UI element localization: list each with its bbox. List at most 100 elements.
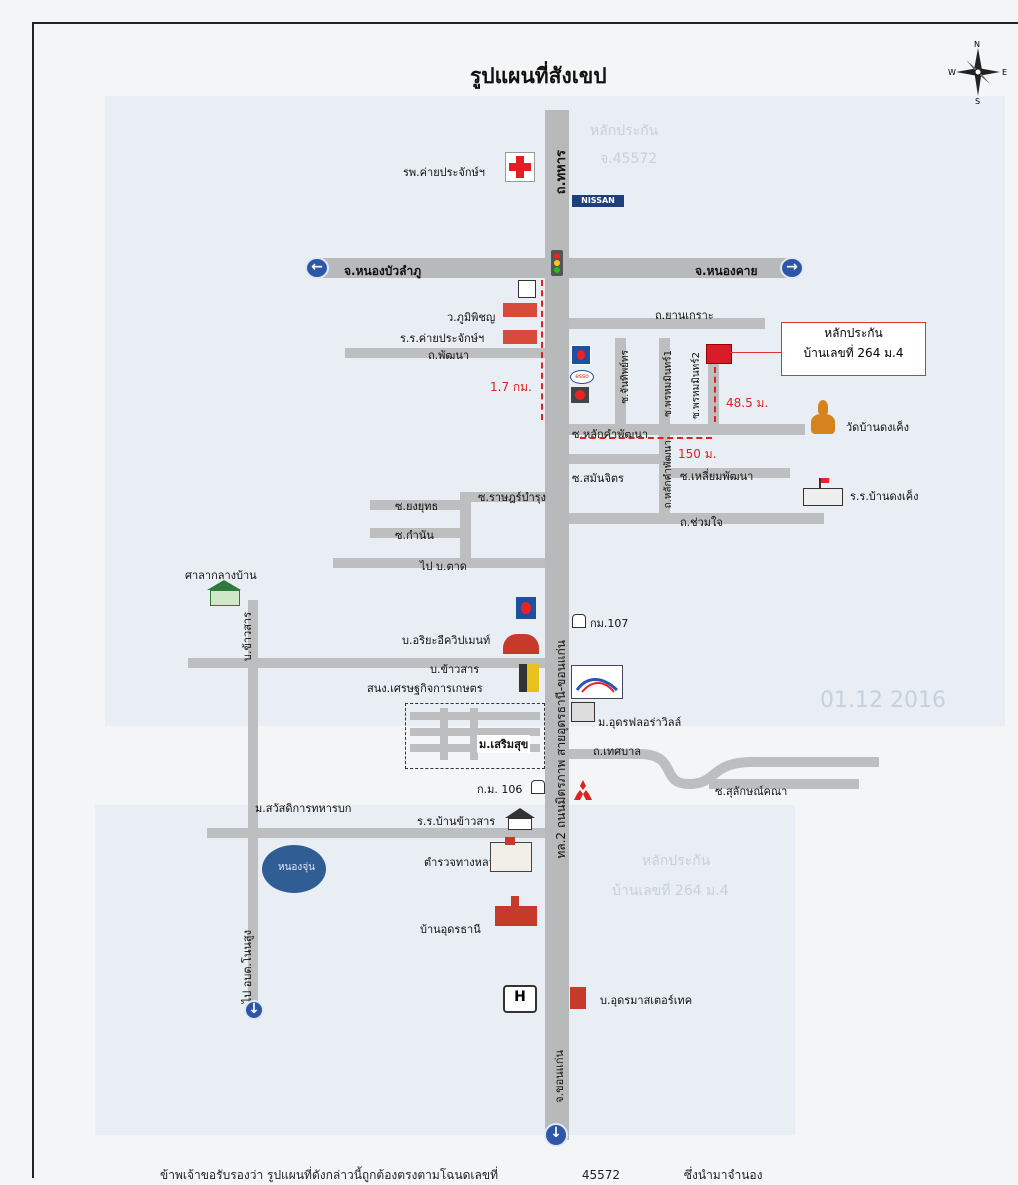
arrow-down-icon: ↓ [244, 1000, 264, 1020]
label-sulaksana: ซ.สุลักษณ์คณา [715, 785, 788, 798]
building-icon [518, 280, 536, 298]
property-connector [730, 352, 782, 353]
road-vertical-1 [615, 338, 626, 428]
frame-left [32, 22, 34, 1178]
arrow-down-icon: ↓ [544, 1123, 568, 1147]
office-icon [519, 664, 539, 692]
label-hospital: รพ.ค่ายประจักษ์ฯ [403, 166, 485, 179]
kilometer-marker-icon [531, 780, 545, 794]
label-school-camp: ร.ร.ค่ายประจักษ์ฯ [400, 332, 485, 345]
label-lakkham: ซ.หลักคำพัฒนา [572, 428, 649, 441]
label-phatthana: ถ.พัฒนา [428, 349, 470, 362]
distance-label-1: 1.7 กม. [490, 380, 532, 394]
label-police: ตำรวจทางหลวง [424, 856, 501, 869]
compass-s: S [975, 97, 980, 104]
village-road [440, 708, 448, 760]
road-lian [665, 468, 790, 478]
label-school-dongkeng: ร.ร.บ้านดงเค็ง [850, 490, 919, 503]
label-khaosan-road: บ.ข้าวสาร [241, 612, 254, 662]
kilometer-marker-icon [572, 614, 586, 628]
village-outline [405, 703, 545, 769]
main-road [545, 110, 569, 1140]
label-km107: กม.107 [590, 617, 629, 630]
road-rat [468, 492, 545, 502]
gas-station-icon [571, 345, 591, 365]
mitsubishi-logo-icon [572, 780, 594, 800]
temple-icon [808, 400, 838, 436]
road-khaosan [188, 658, 545, 668]
compass-w: W [948, 68, 956, 77]
footer-certification: ข้าพเจ้าขอรับรองว่า รูปแผนที่ดังกล่าวนี้… [160, 1166, 763, 1185]
school-icon [505, 808, 535, 830]
label-udon-flora: ม.อุดรฟลอร่าวิลล์ [598, 716, 682, 729]
road-samanjit [569, 454, 659, 464]
label-thetsaban: ถ.เทศบาล [593, 745, 642, 758]
road-lower-west [207, 828, 545, 838]
school-building-icon [503, 303, 537, 317]
label-sala: ศาลากลางบ้าน [185, 569, 257, 582]
label-west-dest: จ.หนองบัวลำภู [344, 264, 422, 278]
road-vertical-2 [659, 338, 670, 518]
road-phatthana [345, 348, 545, 358]
road-kamnan [370, 528, 462, 538]
gas-station-icon [516, 597, 536, 619]
label-main-south: ทล.2 ถนนมิตรภาพ สายอุดรธานี-ขอนแก่น [554, 640, 568, 859]
road-yongyut [370, 500, 468, 510]
footer-text: ข้าพเจ้าขอรับรองว่า รูปแผนที่ดังกล่าวนี้… [160, 1168, 499, 1182]
distance-line-3 [580, 437, 712, 439]
village-road [470, 708, 478, 760]
honda-logo-icon: H [503, 985, 537, 1013]
house-icon [495, 896, 537, 928]
police-station-icon [490, 837, 532, 872]
hospital-icon [505, 152, 535, 182]
label-to-nong-sung: ไป อบต.โนนสูง [241, 930, 254, 1004]
distance-label-2: 48.5 ม. [726, 396, 769, 410]
road-chuamjai [569, 513, 824, 524]
pond-label: หนองจุ่น [278, 862, 316, 873]
label-chaorphaw: ซ.จันทิพย์ทร [620, 350, 631, 404]
background-text: หลักประกัน [642, 853, 711, 869]
label-rat: ซ.ราษฎร์บำรุง [478, 491, 547, 504]
residence-icon [571, 702, 595, 722]
background-document-lower [95, 805, 795, 1135]
distance-line-2 [714, 367, 716, 422]
arrow-left-icon: ← [305, 257, 329, 279]
background-text: 01.12 2016 [820, 688, 946, 713]
label-samanjit: ซ.สมันจิตร [572, 472, 624, 485]
arrow-right-icon: → [780, 257, 804, 279]
background-text: หลักประกัน [590, 123, 659, 139]
label-ban-khaosan: บ.ข้าวสาร [430, 663, 480, 676]
traffic-light-icon [551, 250, 563, 276]
footer-tail: ซึ่งนำมาจำนอง [683, 1168, 763, 1182]
office-icon [570, 987, 586, 1009]
label-yongyut: ซ.ยงยุทธ [395, 500, 439, 513]
label-kamnan: ซ.กำนัน [395, 529, 434, 542]
road-khaosan-vertical [248, 600, 258, 1010]
label-bantat: ไป บ.ตาด [420, 560, 467, 573]
label-school-khaosan: ร.ร.บ้านข้าวสาร [417, 815, 496, 828]
label-lian: ซ.เหลี่ยมพัฒนา [680, 470, 754, 483]
nissan-text: NISSAN [581, 196, 615, 205]
road-lakkham [569, 424, 805, 435]
distance-label-3: 150 ม. [678, 447, 717, 461]
label-phrommin2: ซ.พรหมมินทร์2 [691, 352, 702, 419]
road-vertical-3 [708, 355, 719, 430]
property-line2: บ้านเลขที่ 264 ม.4 [803, 346, 904, 360]
label-ban-udon: บ้านอุดรธานี [420, 923, 481, 936]
label-chuamjai: ถ.ช่วมใจ [680, 516, 723, 529]
label-km106: ก.ม. 106 [477, 783, 523, 796]
road-bantat [333, 558, 545, 568]
nissan-logo-icon: NISSAN [572, 195, 624, 207]
label-sawatdikan: ม.สวัสดิการทหารบก [255, 802, 352, 815]
compass-n: N [974, 40, 980, 49]
compass-e: E [1002, 68, 1007, 77]
property-line1: หลักประกัน [824, 326, 883, 340]
label-phrommin1: ซ.พรหมมินทร์1 [663, 350, 674, 417]
school-building-icon [503, 330, 537, 344]
background-text: จ.45572 [600, 151, 658, 167]
pavilion-icon [207, 580, 241, 606]
label-main-north: ถ.ทหาร [554, 150, 569, 195]
label-soi-lak: ถ.หลักคำพัฒนา [663, 440, 674, 509]
frame-top [32, 22, 1018, 24]
